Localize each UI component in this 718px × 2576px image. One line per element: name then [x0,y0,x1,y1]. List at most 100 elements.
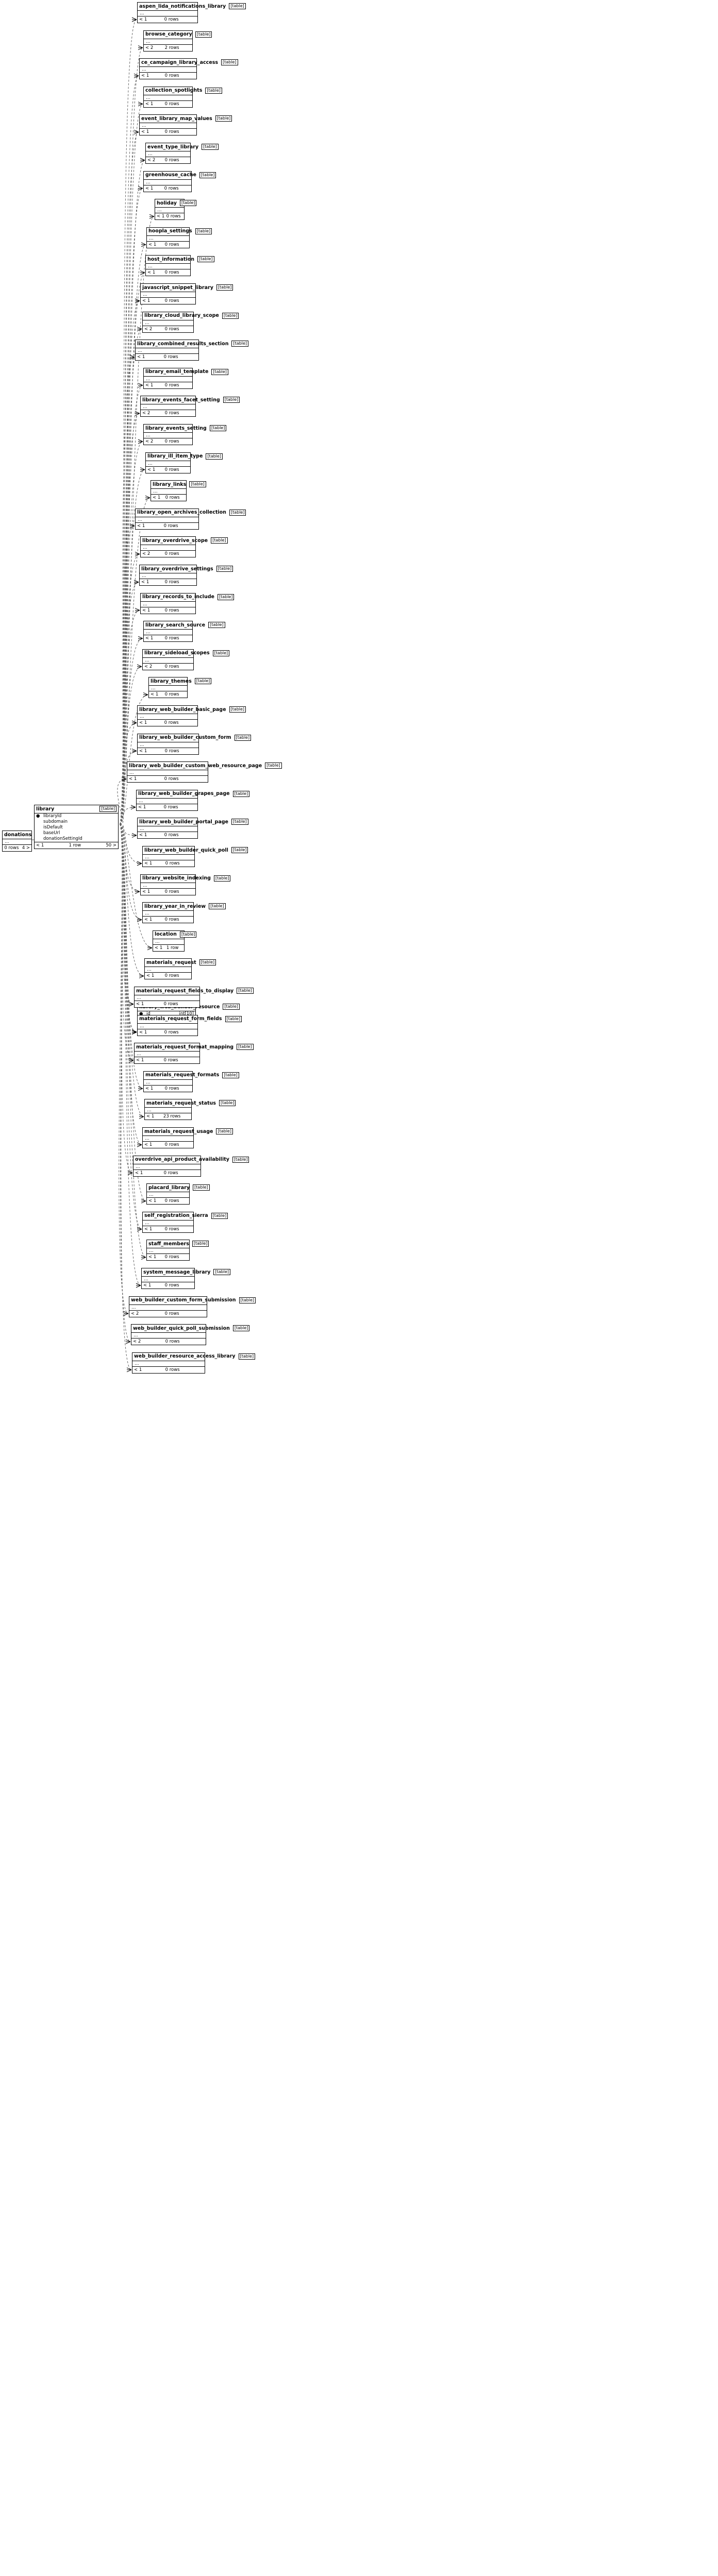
table-library-web-builder-basic-page[interactable]: library_web_builder_basic_page[table]...… [137,705,246,726]
table-columns-ellipsis: ... [144,1277,148,1282]
table-name: library_overdrive_settings [141,566,213,572]
table-library-web-builder-quick-poll[interactable]: library_web_builder_quick_poll[table]...… [142,846,248,867]
parents-count: < 1 [137,523,145,529]
table-name: materials_request_formats [145,1072,220,1078]
table-web-builder-custom-form-submission[interactable]: web_builder_custom_form_submission[table… [129,1296,256,1317]
table-name: library_email_template [145,369,209,375]
table-materials-request-fields-to-display[interactable]: materials_request_fields_to_display[tabl… [134,987,254,1008]
table-name: materials_request [146,959,196,965]
row-count: 0 rows [165,495,180,501]
parents-count: < 1 [144,917,153,923]
table-library-events-facet-setting[interactable]: library_events_facet_setting[table]...< … [140,396,240,417]
table-library-web-builder-custom-form[interactable]: library_web_builder_custom_form[table]..… [137,733,252,755]
table-library-web-builder-portal-page[interactable]: library_web_builder_portal_page[table]..… [137,818,248,839]
table-library-web-builder-grapes-page[interactable]: library_web_builder_grapes_page[table]..… [136,789,250,811]
children-count [187,269,190,276]
table-columns-ellipsis: ... [143,545,147,551]
table-header: hoopla_settings[table] [147,227,212,236]
table-web-builder-quick-poll-submission[interactable]: web_builder_quick_poll_submission[table]… [131,1324,250,1346]
children-count [189,101,192,107]
table-columns-ellipsis: ... [140,1023,144,1029]
row-count: 0 rows [164,270,179,276]
row-count: 0 rows [165,1367,180,1372]
table-header: ce_campaign_library_access[table] [140,59,238,67]
table-aspen-lida-notifications-library[interactable]: aspen_lida_notifications_library[table].… [137,2,246,23]
table-library[interactable]: library [table] ●libraryId subdomain isD… [34,805,119,849]
table-body: ... [131,1333,206,1338]
table-library-web-builder-custom-web-resource-page[interactable]: library_web_builder_custom_web_resource_… [127,761,282,783]
table-columns-ellipsis: ... [133,1333,138,1338]
parents-count: < 1 [144,1226,153,1232]
table-name: web_builder_quick_poll_submission [133,1325,230,1331]
table-header: overdrive_api_product_availability[table… [133,1156,249,1164]
table-type-badge: [table] [216,566,233,572]
table-columns-ellipsis: ... [140,714,144,719]
table-type-badge: [table] [195,228,212,234]
table-type-badge: [table] [199,959,216,966]
table-columns-ellipsis: ... [157,208,162,213]
table-header: library_web_builder_custom_form[table] [138,734,252,742]
children-count [194,16,197,23]
table-library-open-archives-collection[interactable]: library_open_archives_collection[table].… [135,508,246,530]
row-count: 0 rows [163,354,178,360]
table-type-badge: [table] [199,172,216,178]
table-type-badge: [table] [99,806,116,812]
row-count: 0 rows [164,776,179,782]
table-body: ... [141,883,195,888]
children-count [186,242,189,248]
table-library-cloud-library-scope[interactable]: library_cloud_library_scope[table]...< 2… [142,311,239,333]
table-materials-request-form-fields[interactable]: materials_request_form_fields[table]...<… [137,1014,242,1036]
table-name: library_links [153,481,187,487]
table-body: ... [132,1361,205,1366]
table-materials-request-format-mapping[interactable]: materials_request_format_mapping[table].… [134,1043,254,1064]
table-web-builder-resource-access-library[interactable]: web_builder_resource_access_library[tabl… [132,1352,256,1374]
table-donations[interactable]: donations [table] ... 0 rows 4 > [2,831,52,852]
table-overdrive-api-product-availability[interactable]: overdrive_api_product_availability[table… [133,1155,249,1177]
table-library-combined-results-section[interactable]: library_combined_results_section[table].… [135,340,248,361]
row-count: 0 rows [164,467,179,472]
table-header: library_themes[table] [149,677,212,686]
table-type-badge: [table] [223,1004,240,1010]
row-count: 0 rows [163,804,178,810]
